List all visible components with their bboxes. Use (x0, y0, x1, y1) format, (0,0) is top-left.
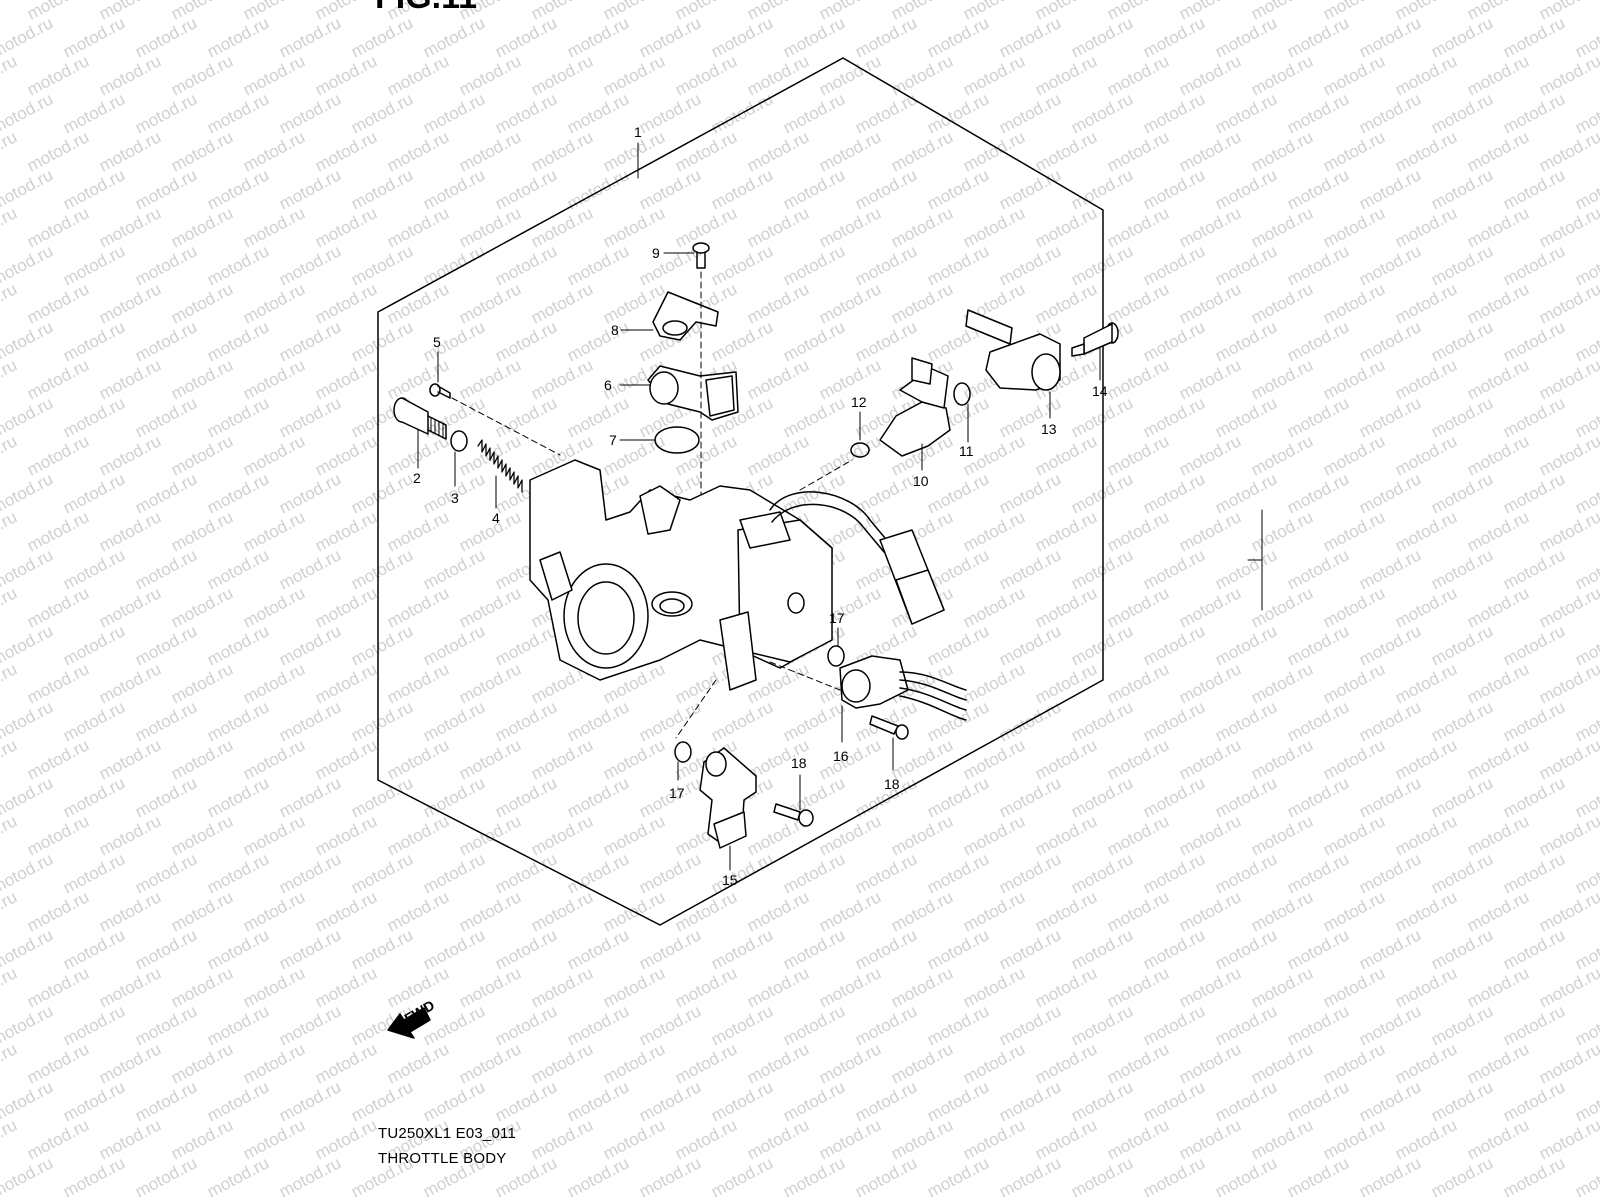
callout-6: 6 (604, 377, 612, 393)
callout-4: 4 (492, 510, 500, 526)
callout-7: 7 (609, 432, 617, 448)
callout-5: 5 (433, 334, 441, 350)
part-12-washer (850, 442, 870, 458)
wire-connector (879, 529, 945, 625)
alignment-line-d (769, 661, 841, 691)
part-16-sensor (839, 655, 967, 721)
part-15-sensor (699, 747, 757, 849)
part-9-screw (692, 242, 710, 269)
diagram-code: TU250XL1 E03_011 (378, 1125, 517, 1142)
part-14-bolt (1071, 322, 1119, 357)
callout-10: 10 (913, 473, 929, 489)
part-17-o-ring-lower (674, 741, 692, 763)
callout-3: 3 (451, 490, 459, 506)
part-6-sensor (647, 365, 739, 421)
alignment-line-c (799, 459, 853, 491)
callout-8: 8 (611, 322, 619, 338)
alignment-line-e (675, 679, 717, 739)
part-17-o-ring-upper (827, 645, 845, 667)
part-3-o-ring (450, 430, 468, 452)
callout-16: 16 (833, 748, 849, 764)
part-10-injector (879, 357, 951, 457)
part-4-spring (477, 439, 523, 493)
callout-17-upper: 17 (829, 610, 845, 626)
part-8-bracket (652, 291, 719, 341)
callout-11: 11 (959, 443, 974, 459)
callout-18-upper: 18 (791, 755, 807, 771)
callout-14: 14 (1092, 383, 1108, 399)
diagram-title: THROTTLE BODY (378, 1150, 507, 1167)
part-13-fuel-pipe (965, 309, 1061, 391)
part-18-bolt-right (869, 715, 909, 740)
part-18-bolt-lower (773, 803, 814, 827)
callout-15: 15 (722, 872, 738, 888)
callout-12: 12 (851, 394, 867, 410)
callout-18-lower: 18 (884, 776, 900, 792)
part-7-o-ring (654, 426, 700, 454)
part-5-screw (429, 383, 451, 399)
alignment-line-a (451, 397, 561, 456)
throttle-body-main (529, 459, 833, 691)
part-11-o-ring (953, 382, 971, 406)
callout-17-lower: 17 (669, 785, 685, 801)
callout-2: 2 (413, 470, 421, 486)
callout-13: 13 (1041, 421, 1057, 437)
callout-9: 9 (652, 245, 660, 261)
part-2-adjust-screw (393, 397, 447, 440)
callout-1: 1 (634, 124, 642, 140)
